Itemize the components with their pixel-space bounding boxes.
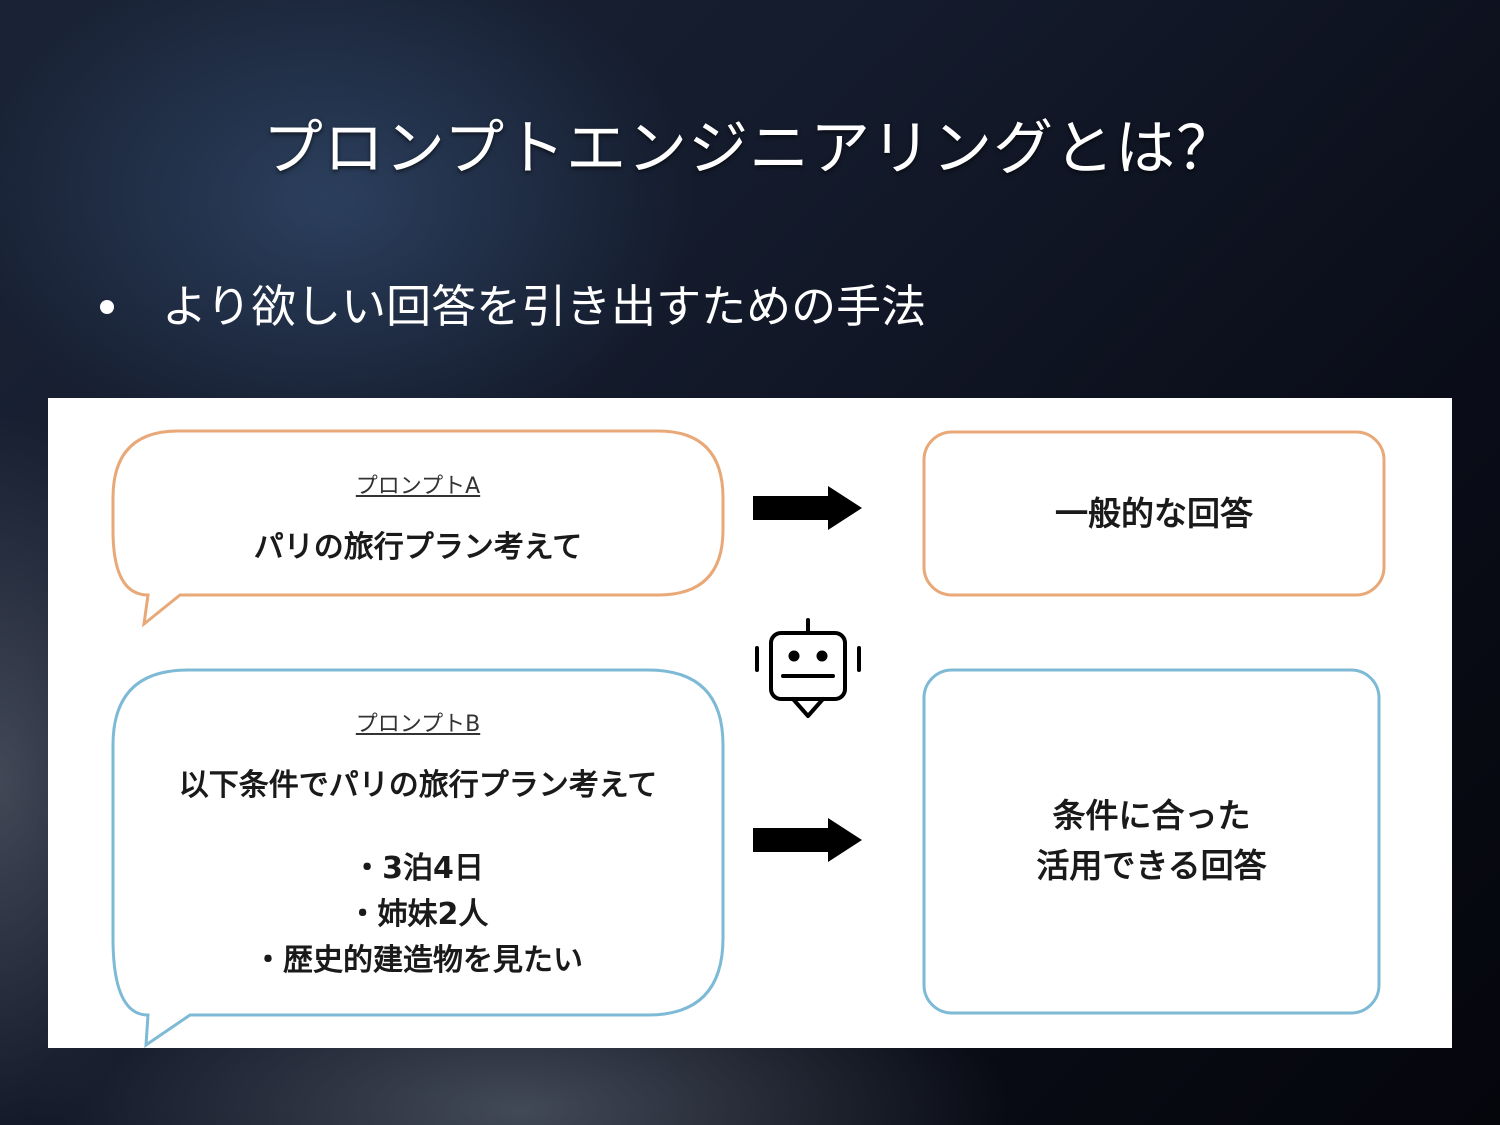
- prompt-b-bubble: [111, 668, 725, 1048]
- prompt-b-condition: ・歴史的建造物を見たい: [253, 943, 583, 978]
- result-b-line2: 活用できる回答: [1036, 846, 1267, 885]
- right-arrow-icon: [753, 486, 862, 530]
- bullet-text: より欲しい回答を引き出すための手法: [162, 280, 927, 333]
- result-a-box: [922, 430, 1386, 597]
- robot-icon: [755, 618, 861, 718]
- right-arrow-icon: [753, 818, 862, 862]
- diagram-panel: プロンプトA パリの旅行プラン考えて プロンプトB 以下条件でパリの旅行プラン考…: [48, 398, 1452, 1048]
- prompt-a-text: パリの旅行プラン考えて: [253, 530, 583, 565]
- result-a-text: 一般的な回答: [1055, 494, 1253, 533]
- prompt-b-label: プロンプトB: [355, 712, 481, 737]
- slide-title: プロンプトエンジニアリングとは？: [262, 114, 1238, 184]
- prompt-b-condition: ・姉妹2人: [347, 897, 489, 932]
- prompt-a-label: プロンプトA: [355, 474, 481, 499]
- diagram-shapes: [111, 429, 1386, 1048]
- bullet-dot: [100, 299, 114, 314]
- result-b-line1: 条件に合った: [1052, 796, 1251, 835]
- prompt-a-bubble: [111, 429, 725, 628]
- bullet-item: より欲しい回答を引き出すための手法: [100, 270, 926, 335]
- prompt-b-text: 以下条件でパリの旅行プラン考えて: [178, 768, 658, 803]
- result-b-box: [922, 668, 1381, 1015]
- prompt-b-condition: ・3泊4日: [352, 851, 484, 886]
